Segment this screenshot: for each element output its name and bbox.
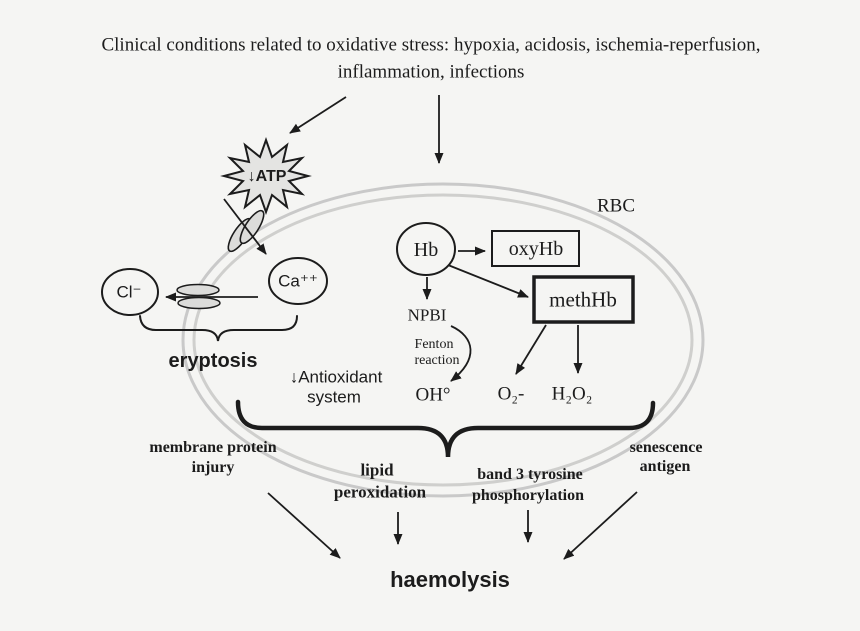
chloride-channel-ellipse bbox=[177, 296, 221, 310]
oxyhb-label: oxyHb bbox=[508, 238, 564, 260]
antioxidant-label-line-2: system bbox=[307, 387, 361, 407]
rbc-membrane-outer bbox=[181, 182, 705, 498]
atp-label: ↓ATP bbox=[247, 168, 287, 185]
chloride-channel bbox=[176, 283, 221, 310]
calcium-label: Ca⁺⁺ bbox=[278, 271, 318, 291]
calcium-channel-ellipse bbox=[239, 209, 265, 245]
rbc-membrane-inner bbox=[192, 193, 694, 487]
hydroxyl-radical-label: OH° bbox=[415, 384, 451, 406]
senescence-to-haemolysis-arrow bbox=[563, 491, 638, 560]
rbc-membrane bbox=[181, 182, 705, 498]
atp-starburst bbox=[220, 136, 312, 216]
band3-label-line-1: band 3 tyrosine bbox=[477, 466, 583, 483]
title-line-2: inflammation, infections bbox=[337, 61, 525, 83]
atp-to-calcium-arrow bbox=[223, 198, 267, 255]
lipid-peroxidation-label-line-2: peroxidation bbox=[333, 482, 427, 502]
chloride-label: Cl⁻ bbox=[116, 282, 142, 302]
calcium-circle bbox=[268, 257, 328, 305]
membrane-injury-label-line-2: injury bbox=[191, 459, 235, 476]
oxyhb-box bbox=[491, 230, 580, 267]
consequences-brace bbox=[235, 399, 656, 458]
npbi-fenton-arrow bbox=[450, 325, 472, 382]
injury-to-haemolysis-arrow bbox=[267, 492, 341, 559]
eryptosis-label: eryptosis bbox=[168, 350, 258, 372]
title-line-1: Clinical conditions related to oxidative… bbox=[101, 34, 761, 56]
npbi-label: NPBI bbox=[407, 305, 447, 325]
senescence-label-line-1: senescence bbox=[629, 439, 703, 456]
superoxide-label: O₂- bbox=[497, 383, 525, 405]
band3-label-line-2: phosphorylation bbox=[471, 487, 585, 504]
antioxidant-label-line-1: ↓Antioxidant bbox=[289, 367, 383, 387]
hb-label: Hb bbox=[413, 239, 439, 261]
chloride-channel-ellipse bbox=[176, 283, 220, 297]
eryptosis-brace bbox=[139, 315, 298, 342]
lipid-peroxidation-label-line-1: lipid bbox=[360, 460, 394, 480]
hydrogen-peroxide-label: H₂O₂ bbox=[551, 383, 593, 405]
methhb-box bbox=[532, 275, 635, 324]
chloride-circle bbox=[101, 268, 159, 316]
fenton-label-line-2: reaction bbox=[414, 353, 460, 368]
methhb-label: methHb bbox=[549, 287, 617, 312]
hb-to-methhb-arrow bbox=[447, 264, 529, 298]
methhb-to-superoxide-arrow bbox=[515, 324, 547, 375]
haemolysis-label: haemolysis bbox=[390, 567, 510, 592]
hb-circle bbox=[396, 222, 456, 276]
senescence-label-line-2: antigen bbox=[639, 458, 691, 475]
rbc-label: RBC bbox=[596, 195, 636, 217]
fenton-label-line-1: Fenton bbox=[414, 337, 454, 352]
conditions-to-atp-arrow bbox=[289, 96, 347, 134]
membrane-injury-label-line-1: membrane protein bbox=[149, 439, 277, 456]
